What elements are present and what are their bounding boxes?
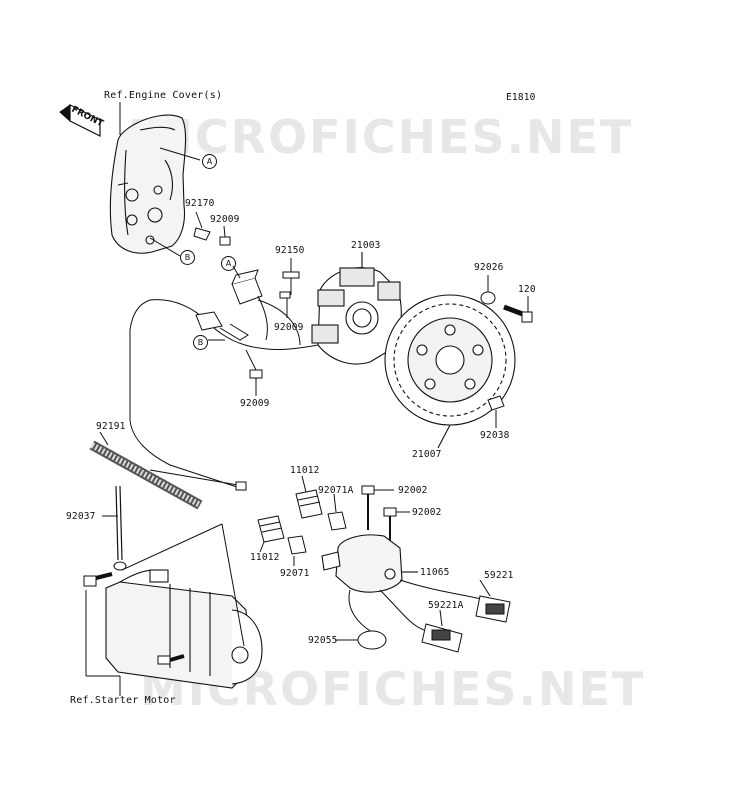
harness-grommet xyxy=(195,311,249,341)
bolt-120 xyxy=(503,296,533,323)
part-92071: 92071 xyxy=(280,568,310,579)
ref-engine-cover-label: Ref.Engine Cover(s) xyxy=(104,90,223,101)
bolt-92002-a xyxy=(361,485,394,530)
part-21003: 21003 xyxy=(351,240,381,251)
boot-11012-top xyxy=(295,475,323,519)
part-11012-bottom: 11012 xyxy=(250,552,280,563)
diagram-code: E1810 xyxy=(506,92,536,103)
part-92055: 92055 xyxy=(308,635,338,646)
part-11065: 11065 xyxy=(420,567,450,578)
part-92009-mid: 92009 xyxy=(274,322,304,333)
stator-21003 xyxy=(311,252,402,365)
ref-starter-motor-label: Ref.Starter Motor xyxy=(70,695,176,706)
part-92038: 92038 xyxy=(480,430,510,441)
connector-59221 xyxy=(475,579,511,623)
callout-b-top: B xyxy=(180,250,195,265)
flywheel-21007 xyxy=(384,294,516,449)
part-59221A: 59221A xyxy=(428,600,464,611)
starter-motor xyxy=(105,569,263,689)
boot-11012-bottom xyxy=(257,515,285,553)
part-92009-top: 92009 xyxy=(210,214,240,225)
part-92026: 92026 xyxy=(474,262,504,273)
spring-92191 xyxy=(89,431,247,510)
part-120: 120 xyxy=(518,284,536,295)
part-92191: 92191 xyxy=(96,421,126,432)
callout-a-top: A xyxy=(202,154,217,169)
part-92037: 92037 xyxy=(66,511,96,522)
part-92150: 92150 xyxy=(275,245,305,256)
callout-b-mid: B xyxy=(193,335,208,350)
engine-cover-shape xyxy=(109,114,187,254)
part-92002-b: 92002 xyxy=(412,507,442,518)
callout-a-mid: A xyxy=(221,256,236,271)
bolt-92150 xyxy=(282,258,300,295)
part-21007: 21007 xyxy=(412,449,442,460)
bolt-92009-top xyxy=(219,225,231,246)
part-11012-top: 11012 xyxy=(290,465,320,476)
part-92170: 92170 xyxy=(185,198,215,209)
connector-59221A xyxy=(421,609,463,653)
front-arrow-icon xyxy=(59,104,101,137)
part-92002-a: 92002 xyxy=(398,485,428,496)
part-92071A: 92071A xyxy=(318,485,354,496)
part-92009-low: 92009 xyxy=(240,398,270,409)
starter-relay-11065 xyxy=(321,534,418,593)
part-59221: 59221 xyxy=(484,570,514,581)
